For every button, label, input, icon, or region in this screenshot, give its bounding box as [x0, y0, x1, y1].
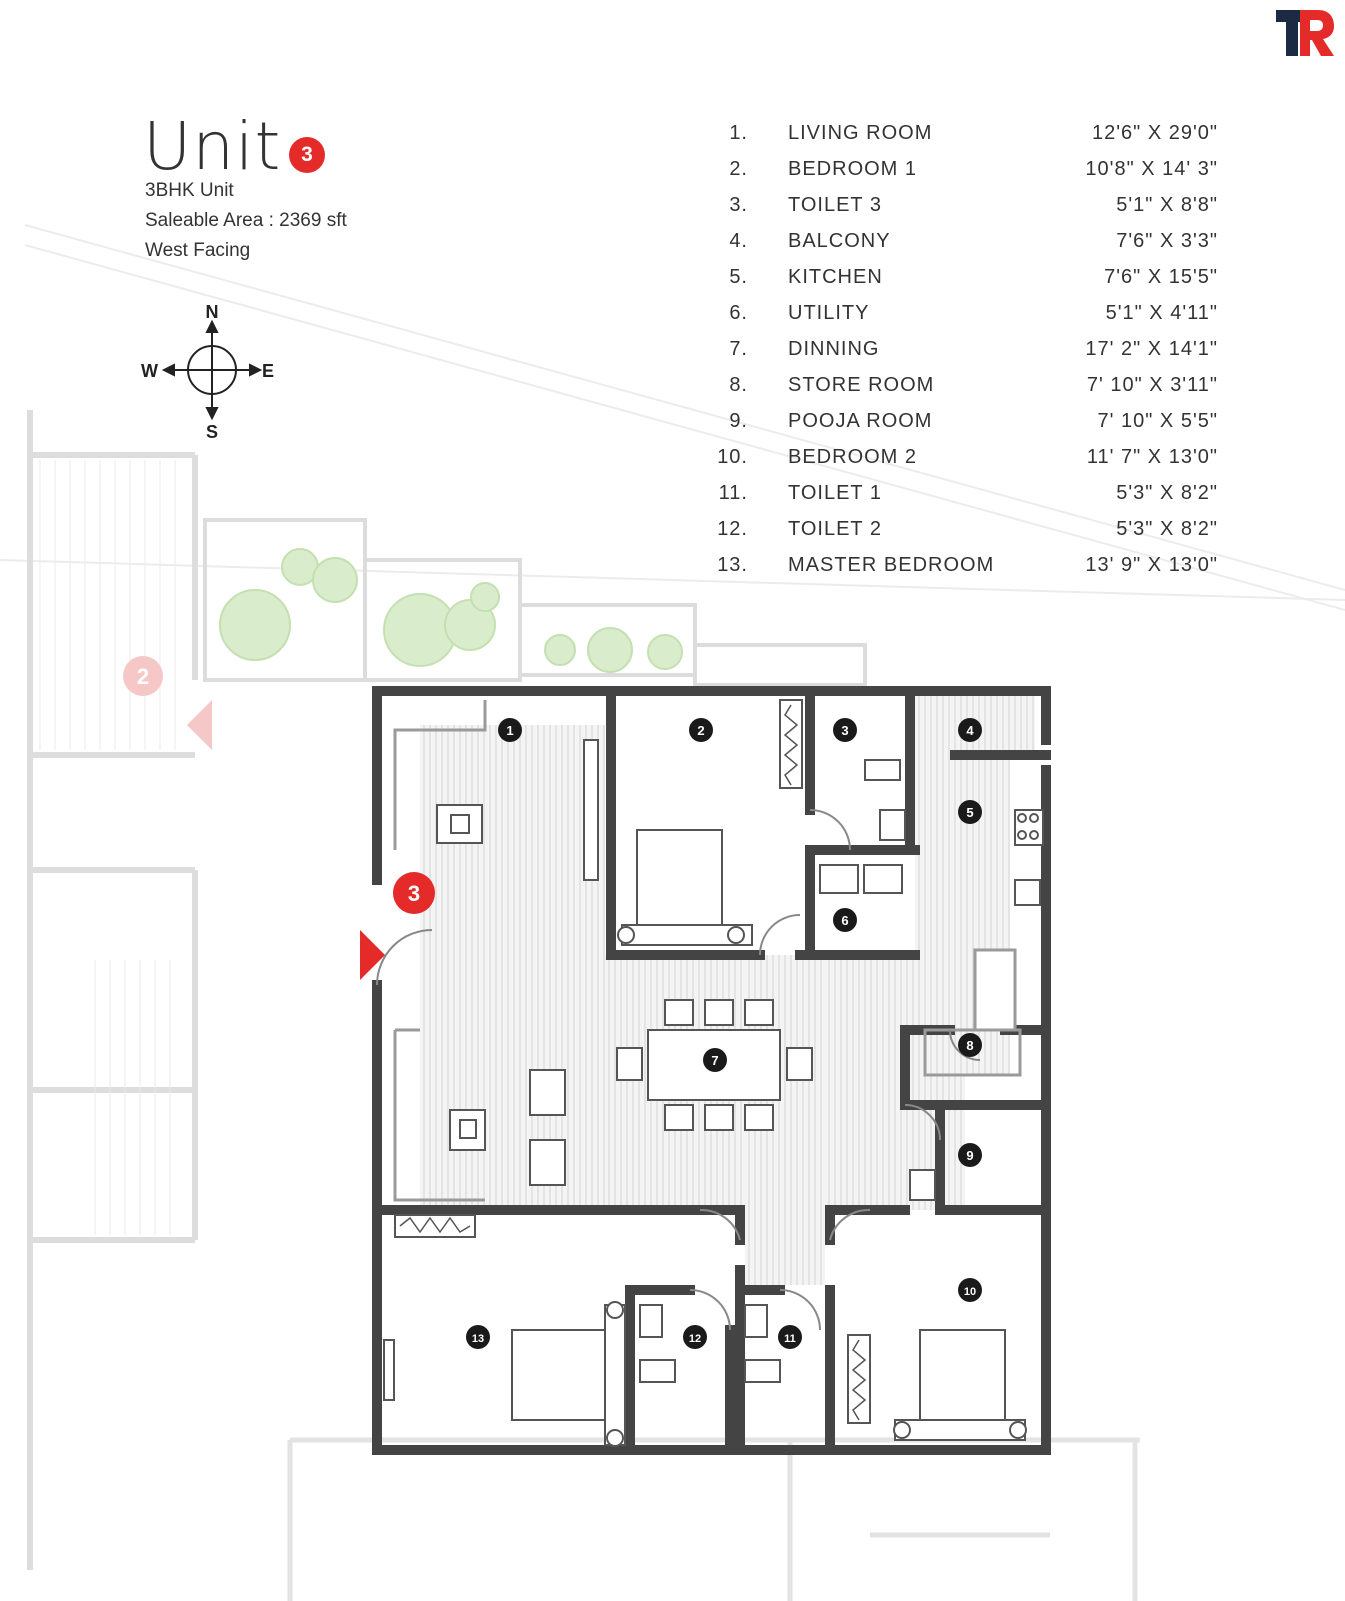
compass-icon [161, 319, 263, 421]
legend-room-name: POOJA ROOM [788, 410, 933, 432]
legend-dimension: 7' 10" X 5'5" [1097, 410, 1218, 432]
legend-row: 13. MASTER BEDROOM 13' 9" X 13'0" [717, 550, 1218, 586]
neighbor-unit-marker: 2 [123, 656, 163, 696]
legend-row: 3. TOILET 3 5'1" X 8'8" [728, 190, 1218, 226]
room-marker: 2 [689, 718, 713, 742]
saleable-area: Saleable Area : 2369 sft [145, 210, 347, 231]
room-marker: 3 [833, 718, 857, 742]
legend-number: 1. [729, 122, 748, 144]
entry-marker-label: 3 [408, 881, 420, 906]
room-marker: 7 [703, 1048, 727, 1072]
legend-dimension: 7' 10" X 3'11" [1086, 374, 1218, 396]
legend-room-name: TOILET 2 [788, 518, 882, 540]
legend-dimension: 5'3" X 8'2" [1116, 518, 1218, 540]
legend-dimension: 5'3" X 8'2" [1116, 482, 1218, 504]
legend-number: 7. [729, 338, 748, 360]
entry-marker: 3 [393, 872, 435, 914]
furniture [383, 699, 1044, 1447]
legend-room-name: UTILITY [788, 302, 870, 324]
legend-row: 4. BALCONY 7'6" X 3'3" [728, 226, 1218, 262]
legend-number: 8. [729, 374, 748, 396]
room-marker: 5 [958, 800, 982, 824]
legend-room-name: STORE ROOM [788, 374, 935, 396]
legend-number: 5. [729, 266, 748, 288]
legend-row: 12. TOILET 2 5'3" X 8'2" [717, 514, 1218, 550]
room-marker-label: 9 [966, 1148, 973, 1163]
legend-room-name: DINNING [788, 338, 880, 360]
room-marker-label: 13 [472, 1333, 484, 1345]
room-marker: 4 [958, 718, 982, 742]
compass-west: W [141, 361, 158, 381]
legend-room-name: LIVING ROOM [788, 122, 933, 144]
legend-number: 6. [729, 302, 748, 324]
room-marker: 1 [498, 718, 522, 742]
legend-row: 6. UTILITY 5'1" X 4'11" [728, 298, 1218, 334]
tr-logo [1276, 10, 1334, 56]
legend-dimension: 13' 9" X 13'0" [1085, 554, 1218, 576]
legend-room-name: MASTER BEDROOM [788, 554, 995, 576]
room-legend: 1. LIVING ROOM 12'6" X 29'0" 2. BEDROOM 1 10'… [717, 118, 1218, 586]
room-marker: 11 [778, 1325, 802, 1349]
legend-room-name: TOILET 1 [788, 482, 882, 504]
compass-east: E [262, 361, 274, 381]
room-marker-label: 4 [966, 723, 974, 738]
legend-room-name: BEDROOM 2 [788, 446, 918, 468]
legend-dimension: 7'6" X 15'5" [1104, 266, 1218, 288]
legend-room-name: BEDROOM 1 [788, 158, 918, 180]
legend-dimension: 17' 2" X 14'1" [1085, 338, 1218, 360]
entry-arrow-icon [360, 930, 385, 980]
room-marker-label: 11 [784, 1333, 796, 1345]
legend-row: 11. TOILET 1 5'3" X 8'2" [719, 478, 1218, 514]
room-marker-label: 1 [506, 723, 513, 738]
compass-north: N [206, 302, 219, 322]
legend-dimension: 11' 7" X 13'0" [1086, 446, 1218, 468]
legend-dimension: 5'1" X 4'11" [1105, 302, 1218, 324]
unit-type: 3BHK Unit [145, 180, 234, 201]
unit-title: Unit [143, 108, 282, 185]
legend-row: 5. KITCHEN 7'6" X 15'5" [728, 262, 1218, 298]
legend-number: 4. [729, 230, 748, 252]
legend-dimension: 7'6" X 3'3" [1116, 230, 1218, 252]
room-marker-label: 7 [711, 1053, 718, 1068]
walls [372, 686, 1051, 1455]
legend-dimension: 5'1" X 8'8" [1116, 194, 1218, 216]
room-marker-label: 6 [841, 913, 848, 928]
legend-dimension: 10'8" X 14' 3" [1085, 158, 1218, 180]
legend-row: 7. DINNING 17' 2" X 14'1" [728, 334, 1218, 370]
legend-number: 9. [729, 410, 748, 432]
room-marker-label: 12 [689, 1333, 701, 1345]
room-marker: 12 [683, 1325, 707, 1349]
neighbor-marker-label: 2 [137, 664, 149, 689]
compass-south: S [206, 422, 218, 442]
legend-row: 8. STORE ROOM 7' 10" X 3'11" [728, 370, 1218, 406]
legend-dimension: 12'6" X 29'0" [1091, 122, 1218, 144]
room-marker-label: 5 [966, 805, 973, 820]
room-marker-label: 8 [966, 1038, 973, 1053]
legend-number: 12. [717, 518, 748, 540]
room-marker-label: 3 [841, 723, 848, 738]
unit-number-badge: 3 [289, 137, 325, 173]
room-marker: 10 [958, 1278, 982, 1302]
legend-number: 3. [729, 194, 748, 216]
room-marker-label: 10 [964, 1286, 976, 1298]
legend-number: 10. [717, 446, 748, 468]
legend-row: 2. BEDROOM 1 10'8" X 14' 3" [728, 154, 1218, 190]
legend-number: 11. [718, 482, 748, 504]
legend-row: 1. LIVING ROOM 12'6" X 29'0" [728, 118, 1218, 154]
room-marker: 8 [958, 1033, 982, 1057]
legend-room-name: TOILET 3 [788, 194, 882, 216]
room-marker-label: 2 [697, 723, 704, 738]
legend-row: 10. BEDROOM 2 11' 7" X 13'0" [717, 442, 1218, 478]
room-marker: 9 [958, 1143, 982, 1167]
legend-number: 2. [729, 158, 748, 180]
room-marker: 13 [466, 1325, 490, 1349]
legend-room-name: BALCONY [788, 230, 891, 252]
legend-number: 13. [717, 554, 748, 576]
legend-row: 9. POOJA ROOM 7' 10" X 5'5" [728, 406, 1218, 442]
legend-room-name: KITCHEN [788, 266, 883, 288]
facing: West Facing [145, 240, 251, 261]
room-marker: 6 [833, 908, 857, 932]
